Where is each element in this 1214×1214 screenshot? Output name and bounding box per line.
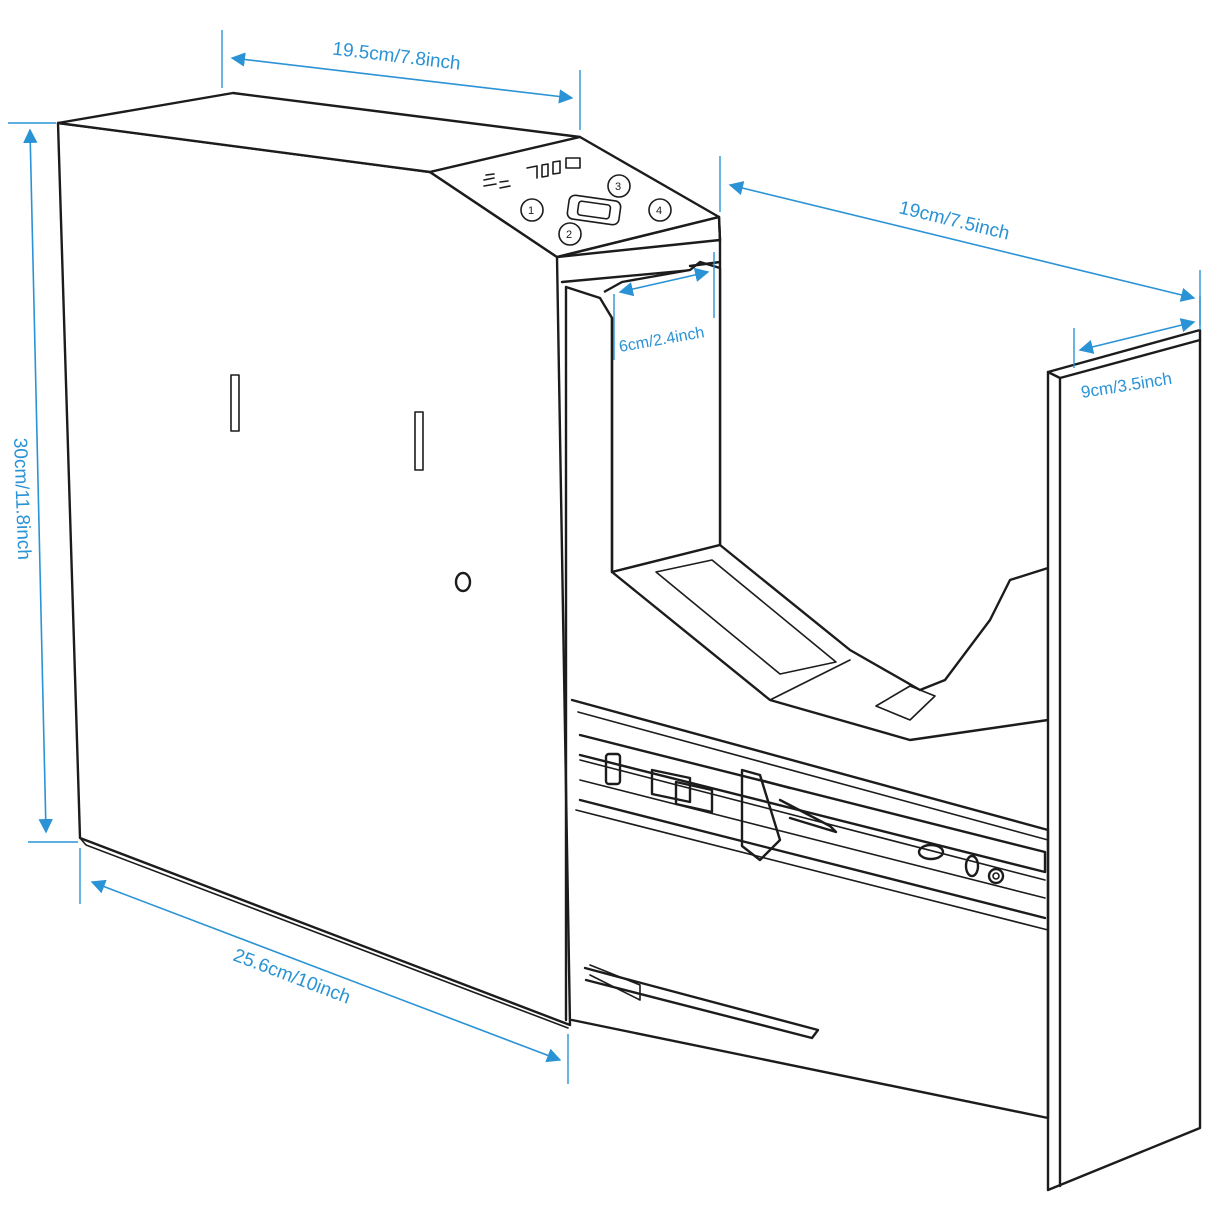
dimension-label-drawer-depth: 19cm/7.5inch (897, 197, 1012, 244)
vent-slot (414, 411, 424, 471)
dimension-label-top-width: 19.5cm/7.8inch (331, 39, 461, 75)
vent-slot (230, 374, 240, 432)
drawer-front-panel (1046, 328, 1202, 1192)
keypad-key-4[interactable] (648, 198, 672, 222)
keypad-key-3[interactable] (607, 174, 631, 198)
dimension-height: 30cm/11.8inch (8, 122, 78, 843)
keypad-key-3-label: 3 (615, 181, 621, 193)
keypad: 1 2 3 4 (483, 157, 672, 246)
slide-rail (578, 733, 1047, 920)
safe-left-side (56, 121, 572, 1027)
fingerprint-sensor-icon[interactable] (566, 194, 622, 226)
dimension-drawer-depth: 19cm/7.5inch (719, 156, 1201, 326)
dimension-label-height: 30cm/11.8inch (9, 437, 34, 560)
keypad-key-2[interactable] (558, 222, 582, 246)
drawer (555, 238, 1202, 1192)
keypad-key-1-label: 1 (528, 205, 534, 217)
key-hole (454, 571, 472, 593)
rail-screw-icon (987, 867, 1005, 885)
rail-slot (964, 854, 980, 878)
rail-slot (917, 843, 945, 861)
keypad-key-4-label: 4 (656, 205, 662, 217)
keypad-key-1[interactable] (520, 198, 544, 222)
dimension-label-depth: 25.6cm/10inch (230, 945, 353, 1009)
drawer-inner-wall (565, 260, 722, 574)
keypad-key-2-label: 2 (566, 229, 572, 241)
lcd-display-icon (483, 157, 581, 189)
drawer-tray (610, 543, 1050, 742)
